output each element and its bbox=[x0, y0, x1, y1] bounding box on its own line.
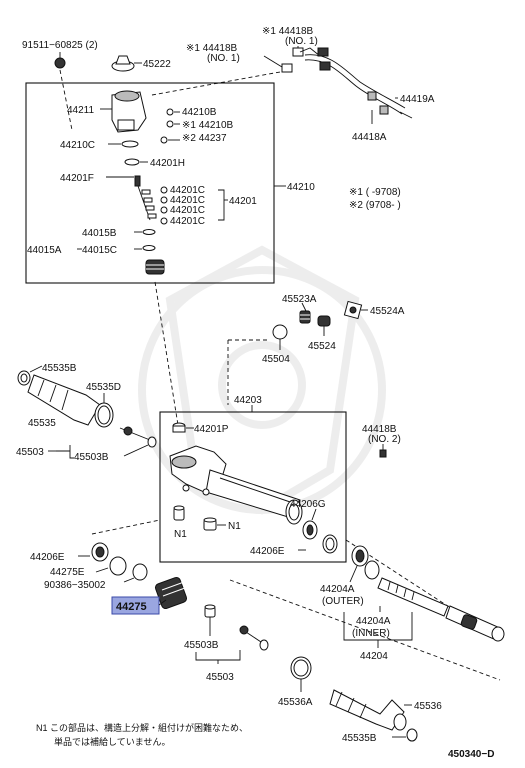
label-44419a[interactable]: 44419A bbox=[400, 94, 435, 105]
steering-gear-housing-44203 bbox=[169, 445, 303, 525]
label-44206g[interactable]: 44206G bbox=[290, 499, 326, 510]
label-45524[interactable]: 45524 bbox=[308, 341, 336, 352]
label-45503b[interactable]: 45503B bbox=[74, 452, 109, 463]
note-2: ※2 (9708- ) bbox=[349, 200, 401, 211]
nut-45503b-lower bbox=[204, 604, 216, 618]
label-44201f[interactable]: 44201F bbox=[60, 173, 94, 184]
seal-44015 bbox=[145, 259, 165, 275]
label-91511-60825[interactable]: 91511−60825 (2) bbox=[22, 40, 98, 51]
label-44418b-no1-top-sub[interactable]: (NO. 1) bbox=[285, 36, 318, 47]
label-45536a[interactable]: 45536A bbox=[278, 697, 313, 708]
label-44201[interactable]: 44201 bbox=[229, 196, 257, 207]
label-44203[interactable]: 44203 bbox=[234, 395, 262, 406]
tube-assembly-44419a bbox=[299, 47, 413, 119]
label-44204a-outer-sub[interactable]: (OUTER) bbox=[322, 596, 364, 607]
label-44210[interactable]: 44210 bbox=[287, 182, 315, 193]
label-44418b-no1-mid[interactable]: ※1 44418B bbox=[186, 43, 238, 54]
label-44418b-no2[interactable]: 44418B bbox=[362, 424, 397, 435]
tie-rod-end-lower bbox=[239, 625, 269, 651]
label-45503[interactable]: 45503 bbox=[16, 447, 44, 458]
label-90386-35002[interactable]: 90386−35002 bbox=[44, 580, 106, 591]
part-45524a bbox=[343, 300, 363, 320]
label-n1-right[interactable]: N1 bbox=[228, 521, 241, 532]
highlight-44275[interactable] bbox=[111, 596, 160, 615]
part-45222 bbox=[111, 55, 135, 72]
label-44201c-2[interactable]: 44201C bbox=[170, 195, 205, 206]
footnote-line-1: N1 この部品は、構造上分解・組付けが困難なため、 bbox=[36, 722, 248, 733]
label-44204[interactable]: 44204 bbox=[360, 651, 388, 662]
label-44201c-1[interactable]: 44201C bbox=[170, 185, 205, 196]
clip-45535b-top bbox=[17, 370, 31, 386]
label-45535d[interactable]: 45535D bbox=[86, 382, 121, 393]
label-45536[interactable]: 45536 bbox=[414, 701, 442, 712]
label-44211[interactable]: 44211 bbox=[67, 105, 95, 116]
label-45535[interactable]: 45535 bbox=[28, 418, 56, 429]
label-45524a[interactable]: 45524A bbox=[370, 306, 405, 317]
label-45535b-top[interactable]: 45535B bbox=[42, 363, 77, 374]
label-44418b-no2-sub[interactable]: (NO. 2) bbox=[368, 434, 401, 445]
footnote-line-2: 単品では補給していません。 bbox=[54, 736, 170, 747]
label-44210c[interactable]: 44210C bbox=[60, 140, 95, 151]
tie-rod-end-45503 bbox=[119, 426, 157, 448]
label-44210b-2[interactable]: ※1 44210B bbox=[182, 120, 234, 131]
diagram-id: 450340−D bbox=[448, 749, 494, 760]
note-1: ※1 ( -9708) bbox=[349, 187, 401, 198]
rack-44204 bbox=[377, 577, 505, 642]
label-44237[interactable]: ※2 44237 bbox=[182, 133, 227, 144]
label-44201c-3[interactable]: 44201C bbox=[170, 205, 205, 216]
label-44418a[interactable]: 44418A bbox=[352, 132, 387, 143]
label-44204a-inner-sub[interactable]: (INNER) bbox=[352, 628, 390, 639]
label-44275e[interactable]: 44275E bbox=[50, 567, 85, 578]
label-44204a-inner[interactable]: 44204A bbox=[356, 616, 391, 627]
label-45504[interactable]: 45504 bbox=[262, 354, 290, 365]
label-44418b-no1-top[interactable]: ※1 44418B bbox=[262, 26, 314, 37]
label-44015a[interactable]: 44015A bbox=[27, 245, 62, 256]
label-n1-left[interactable]: N1 bbox=[174, 529, 187, 540]
label-44201h[interactable]: 44201H bbox=[150, 158, 185, 169]
boot-45535 bbox=[27, 374, 101, 426]
label-45523a[interactable]: 45523A bbox=[282, 294, 317, 305]
spool-44201f bbox=[134, 175, 157, 221]
label-44201c-4[interactable]: 44201C bbox=[170, 216, 205, 227]
group-box-44210 bbox=[25, 82, 275, 284]
group-box-44203 bbox=[159, 411, 347, 563]
label-44206e-left[interactable]: 44206E bbox=[30, 552, 65, 563]
label-44015c[interactable]: 44015C bbox=[82, 245, 117, 256]
label-44204a-outer[interactable]: 44204A bbox=[320, 584, 355, 595]
bolt-91511 bbox=[54, 52, 66, 69]
label-45503b-lower[interactable]: 45503B bbox=[184, 640, 219, 651]
label-44206e-right[interactable]: 44206E bbox=[250, 546, 285, 557]
label-44015b[interactable]: 44015B bbox=[82, 228, 117, 239]
label-44210b[interactable]: 44210B bbox=[182, 107, 217, 118]
label-45503-lower[interactable]: 45503 bbox=[206, 672, 234, 683]
boot-45536 bbox=[329, 689, 407, 731]
label-44201p[interactable]: 44201P bbox=[194, 424, 229, 435]
label-44418b-no1-mid-sub[interactable]: (NO. 1) bbox=[207, 53, 240, 64]
label-44275[interactable]: 44275 bbox=[116, 601, 147, 613]
label-45222[interactable]: 45222 bbox=[143, 59, 171, 70]
label-45535b-lower[interactable]: 45535B bbox=[342, 733, 377, 744]
valve-housing-44211 bbox=[111, 90, 147, 133]
part-45523a bbox=[299, 310, 311, 324]
